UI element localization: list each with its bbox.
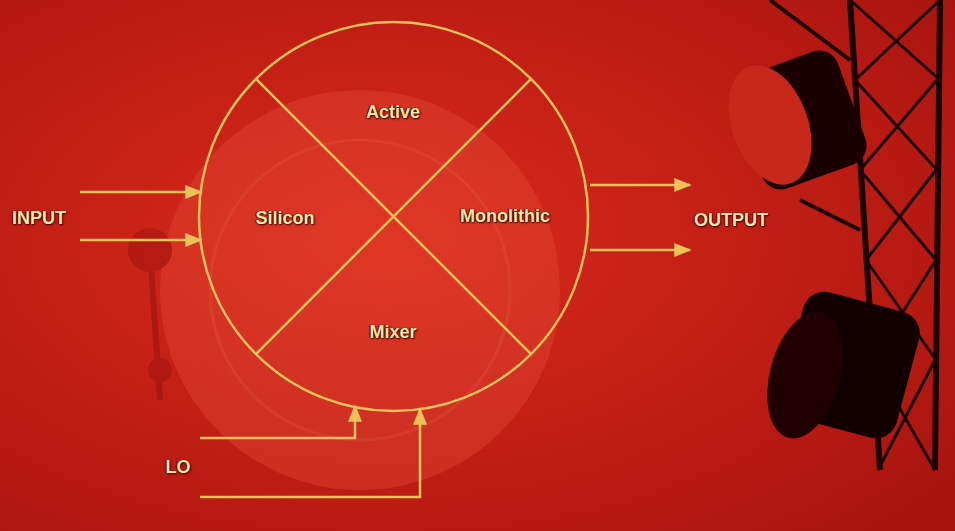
signal-name: OUTPUT <box>694 210 768 231</box>
quadrant-label: Silicon <box>255 208 314 229</box>
quadrant-label: Mixer <box>369 322 416 343</box>
quadrant-label: Monolithic <box>460 206 550 227</box>
signal-name: INPUT <box>12 208 66 229</box>
circle-border <box>199 22 588 411</box>
signal-name: LO <box>166 457 191 478</box>
drum-antenna <box>754 287 924 447</box>
mixer-circle: ActiveSilicon MonolithicMixer <box>197 20 590 413</box>
quadrant-label: Active <box>366 102 420 123</box>
circle-and-cross <box>199 22 588 411</box>
signal-wires <box>80 185 690 497</box>
satellite-dish <box>128 90 560 490</box>
drum-antenna <box>713 45 872 196</box>
